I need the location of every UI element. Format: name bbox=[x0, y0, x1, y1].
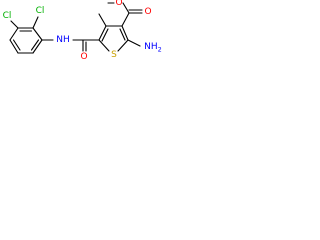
bond-ring-c6-c1 bbox=[32, 39, 43, 54]
atom-label-amide-o: O bbox=[80, 52, 87, 62]
atom-label-ester-o-carbonyl: O bbox=[144, 7, 151, 17]
molecule-structure-diagram: Cl Cl NH O S NH2 O O bbox=[3, 0, 162, 62]
bond-th-c2-s bbox=[117, 39, 129, 52]
bond-c2-amine bbox=[127, 39, 141, 47]
bond-th-c3-c2 bbox=[121, 25, 129, 41]
bond-methyl bbox=[98, 13, 107, 27]
atom-label-cl-left: Cl bbox=[3, 11, 12, 21]
atom-label-cl-top: Cl bbox=[36, 6, 45, 16]
atom-label-ester-o: O bbox=[115, 0, 122, 8]
atom-label-amide-nh: NH bbox=[56, 35, 70, 45]
bond-c2-cl-top bbox=[32, 16, 39, 29]
atom-labels: Cl Cl NH O S NH2 O O bbox=[3, 0, 162, 62]
bond-c3-cl-left bbox=[10, 20, 19, 29]
bond-th-c5-c4-inner bbox=[101, 28, 109, 42]
bond-c3-ester-c bbox=[121, 12, 130, 27]
bond-ring-inner-3 bbox=[30, 39, 40, 51]
bond-ester-c-o bbox=[122, 2, 130, 14]
atom-label-ring-s: S bbox=[111, 50, 117, 60]
bond-th-c5-c4 bbox=[98, 25, 107, 41]
bond-ring-inner-2 bbox=[12, 39, 21, 51]
bond-th-s-c5 bbox=[98, 39, 110, 52]
bond-ring-c4-c5 bbox=[9, 39, 19, 54]
bond-lines bbox=[9, 2, 143, 54]
bond-ring-c1-c2 bbox=[32, 27, 43, 41]
bond-th-c3-c2-inner bbox=[119, 28, 126, 41]
bond-ring-c3-c4 bbox=[9, 27, 19, 41]
atom-label-amine: NH2 bbox=[144, 42, 162, 54]
